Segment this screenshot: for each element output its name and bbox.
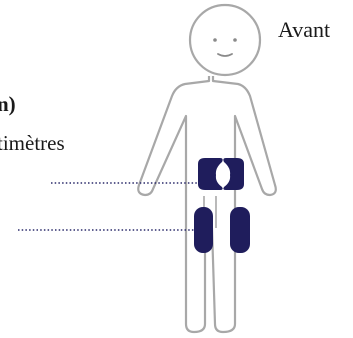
head: [190, 5, 260, 75]
body-outline: [138, 76, 276, 332]
